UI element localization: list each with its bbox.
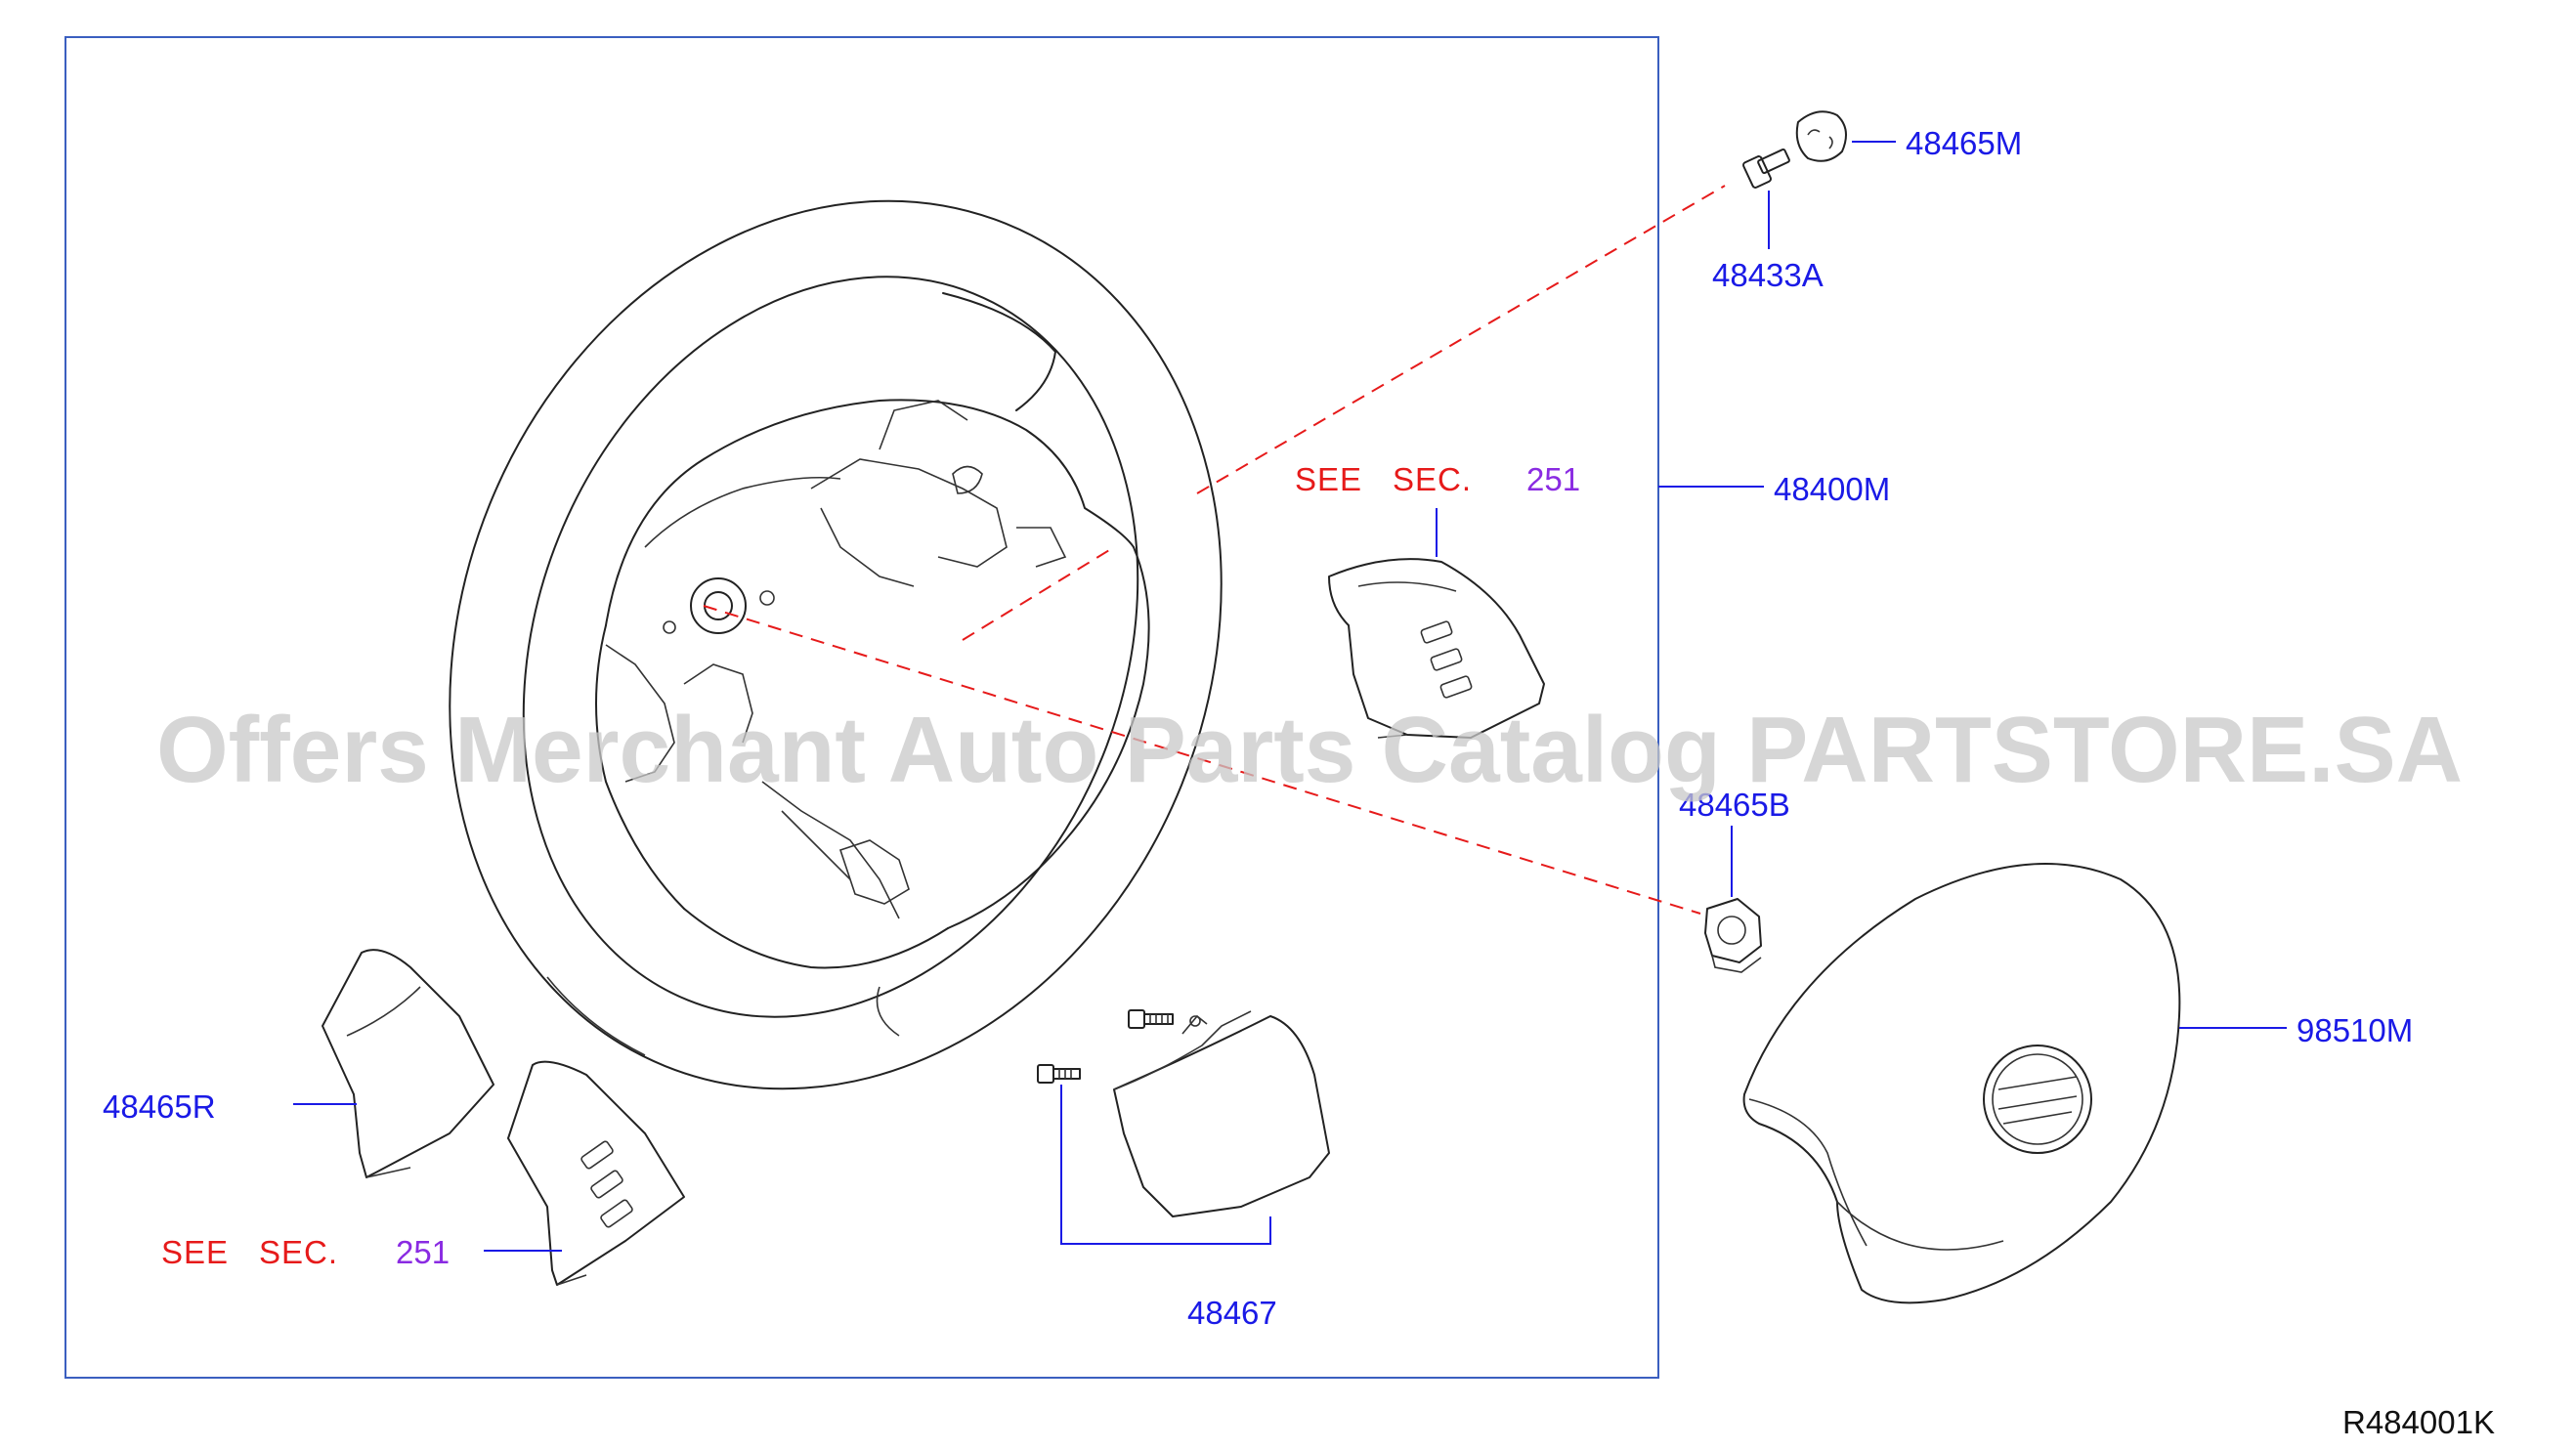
dashed-leader-upper [1196,185,1726,494]
label-48465m: 48465M [1906,125,2022,161]
switch-assembly-right[interactable] [1328,558,1545,739]
svg-text:SEC.: SEC. [259,1234,338,1270]
svg-text:251: 251 [396,1234,450,1270]
svg-text:SEE: SEE [161,1234,229,1270]
screw-upper[interactable] [1128,1009,1174,1029]
see-sec-bottom[interactable]: SEE SEC. 251 [161,1234,450,1270]
lower-cover-48467[interactable] [1113,1010,1330,1217]
svg-text:SEC.: SEC. [1393,461,1472,497]
drawing-code: R484001K [2342,1404,2495,1440]
see-sec-top[interactable]: SEE SEC. 251 [1295,461,1580,497]
label-48467: 48467 [1187,1295,1277,1331]
airbag-98510m[interactable] [1742,863,2181,1304]
dashed-leader-hub [703,605,1701,915]
bolt-48433a[interactable] [1742,148,1790,189]
cover-48465r[interactable] [322,949,494,1178]
dashed-leader-lower [962,546,1115,641]
label-48400m: 48400M [1774,471,1890,507]
label-98510m: 98510M [2297,1012,2413,1048]
label-48465r: 48465R [103,1088,216,1125]
steering-wheel[interactable] [320,84,1352,1206]
cap-48465m[interactable] [1795,110,1847,162]
switch-assembly-left[interactable] [507,1060,685,1286]
screw-lower[interactable] [1037,1064,1081,1084]
nut-48465b[interactable] [1704,898,1762,973]
label-48433a: 48433A [1712,257,1824,293]
label-48465b: 48465B [1679,787,1790,823]
watermark: Offers Merchant Auto Parts Catalog PARTS… [156,698,2463,802]
svg-text:251: 251 [1526,461,1580,497]
svg-text:SEE: SEE [1295,461,1362,497]
assembly-frame [64,36,1659,1379]
